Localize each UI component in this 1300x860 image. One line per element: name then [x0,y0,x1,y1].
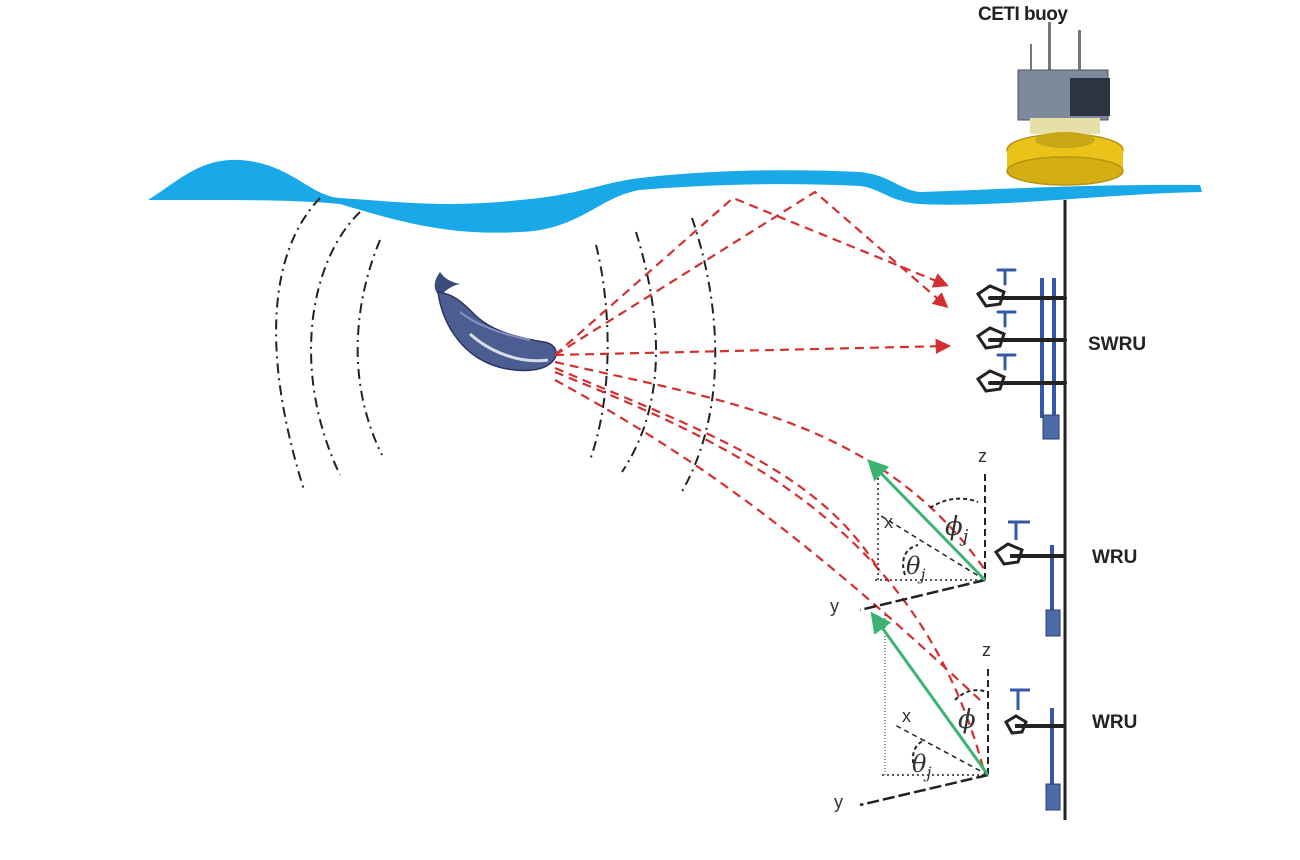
wru-lower-receiver [1003,688,1065,811]
upper-phi-label: ϕj [945,512,969,547]
coordinate-frame-lower [859,611,990,807]
lower-axis-z-label: z [982,640,991,660]
swru-receiver-group [975,268,1067,440]
upper-axis-z-label: z [978,446,987,466]
hydrophone-receiver-icon [975,353,1067,393]
buoy-icon [1006,22,1124,186]
upper-axis-y-label: y [830,596,839,616]
wavefronts-left [275,197,383,491]
lower-axis-x-label: x [902,706,911,726]
sperm-whale-icon [434,272,557,372]
lower-phi-label: ϕ [958,705,976,735]
acoustic-paths [554,190,987,776]
lower-theta-label: θj [912,750,931,782]
coordinate-frame-upper [859,458,987,612]
hydrophone-receiver-icon [975,310,1067,350]
wavefronts-right [589,217,717,496]
wru-upper-receiver [993,520,1065,637]
upper-axis-x-label: x [884,512,893,532]
buoy-label: CETI buoy [978,4,1068,25]
wru-lower-label: WRU [1092,712,1137,733]
ocean-surface-wave [148,159,1202,233]
wru-upper-label: WRU [1092,547,1137,568]
upper-theta-label: θj [906,552,925,584]
swru-label: SWRU [1088,334,1146,355]
hydrophone-receiver-icon [975,268,1067,308]
lower-axis-y-label: y [834,792,843,812]
